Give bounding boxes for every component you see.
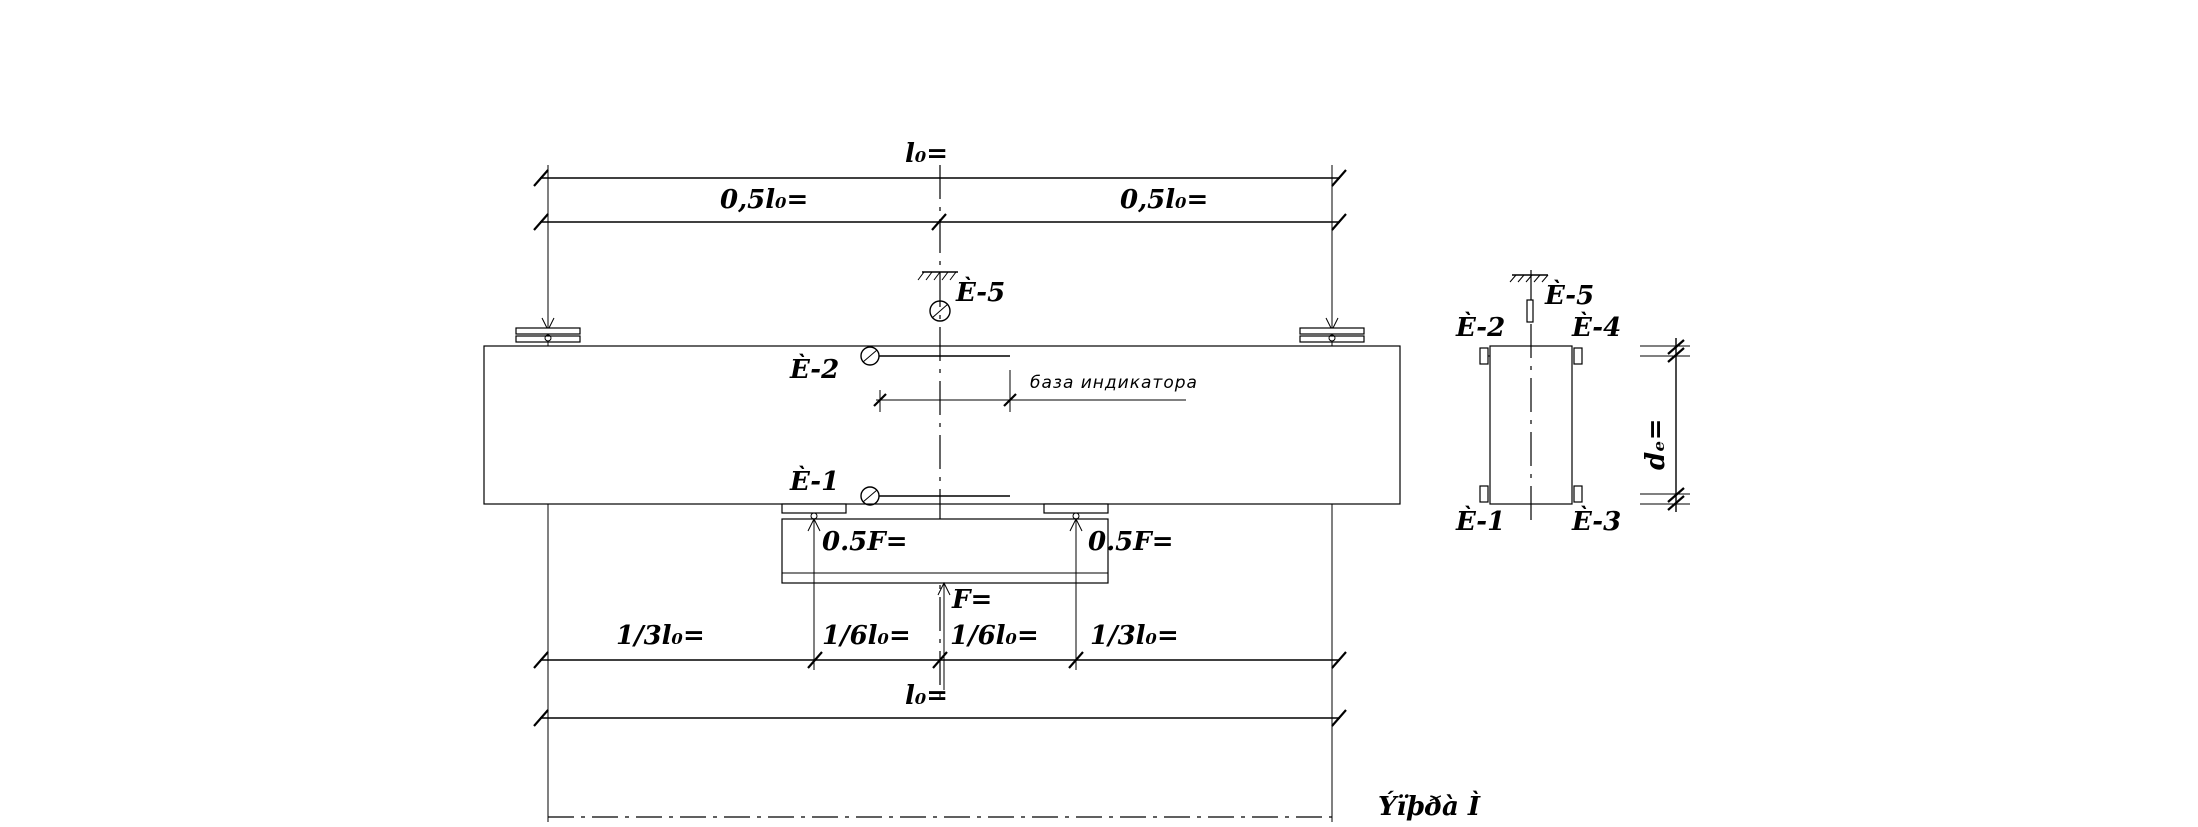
dimension-span-bottom (533, 709, 1347, 727)
support-plate-right (1299, 327, 1365, 343)
label-half-left: 0,5l₀= (720, 185, 808, 215)
cross-section (1479, 270, 1690, 520)
label-indicator-2: È-2 (789, 353, 839, 385)
label-seg-2: 1/6l₀= (822, 621, 911, 651)
indicator-2 (860, 346, 1186, 412)
label-seg-4: 1/3l₀= (1090, 621, 1179, 651)
label-load-total: F= (951, 585, 992, 615)
load-pads (781, 503, 1109, 520)
label-load-half-left: 0.5F= (822, 527, 907, 557)
label-section-indicator-4: È-4 (1571, 311, 1621, 343)
support-plate-left (515, 327, 581, 343)
label-span-bottom: l₀= (905, 681, 948, 711)
label-section-indicator-5: È-5 (1544, 279, 1594, 311)
label-indicator-5: È-5 (955, 276, 1005, 308)
indicator-5-mount (917, 271, 958, 322)
label-indicator-1: È-1 (789, 465, 839, 497)
label-title-right: Ýïþðà Ì (1378, 790, 1481, 822)
label-span-top: l₀= (905, 139, 948, 169)
label-half-right: 0,5l₀= (1120, 185, 1208, 215)
load-traverse (781, 518, 1109, 584)
label-section-indicator-3: È-3 (1571, 505, 1621, 537)
label-section-indicator-2: È-2 (1455, 311, 1505, 343)
label-indicator-base: база индикатора (1030, 373, 1198, 393)
beam-elevation (483, 345, 1401, 505)
indicator-1 (860, 486, 1010, 506)
label-section-indicator-1: È-1 (1455, 505, 1505, 537)
label-section-depth: dₑ= (1641, 418, 1671, 470)
label-load-half-right: 0.5F= (1088, 527, 1173, 557)
label-seg-3: 1/6l₀= (950, 621, 1039, 651)
label-seg-1: 1/3l₀= (616, 621, 705, 651)
dimension-segments (533, 651, 1347, 669)
